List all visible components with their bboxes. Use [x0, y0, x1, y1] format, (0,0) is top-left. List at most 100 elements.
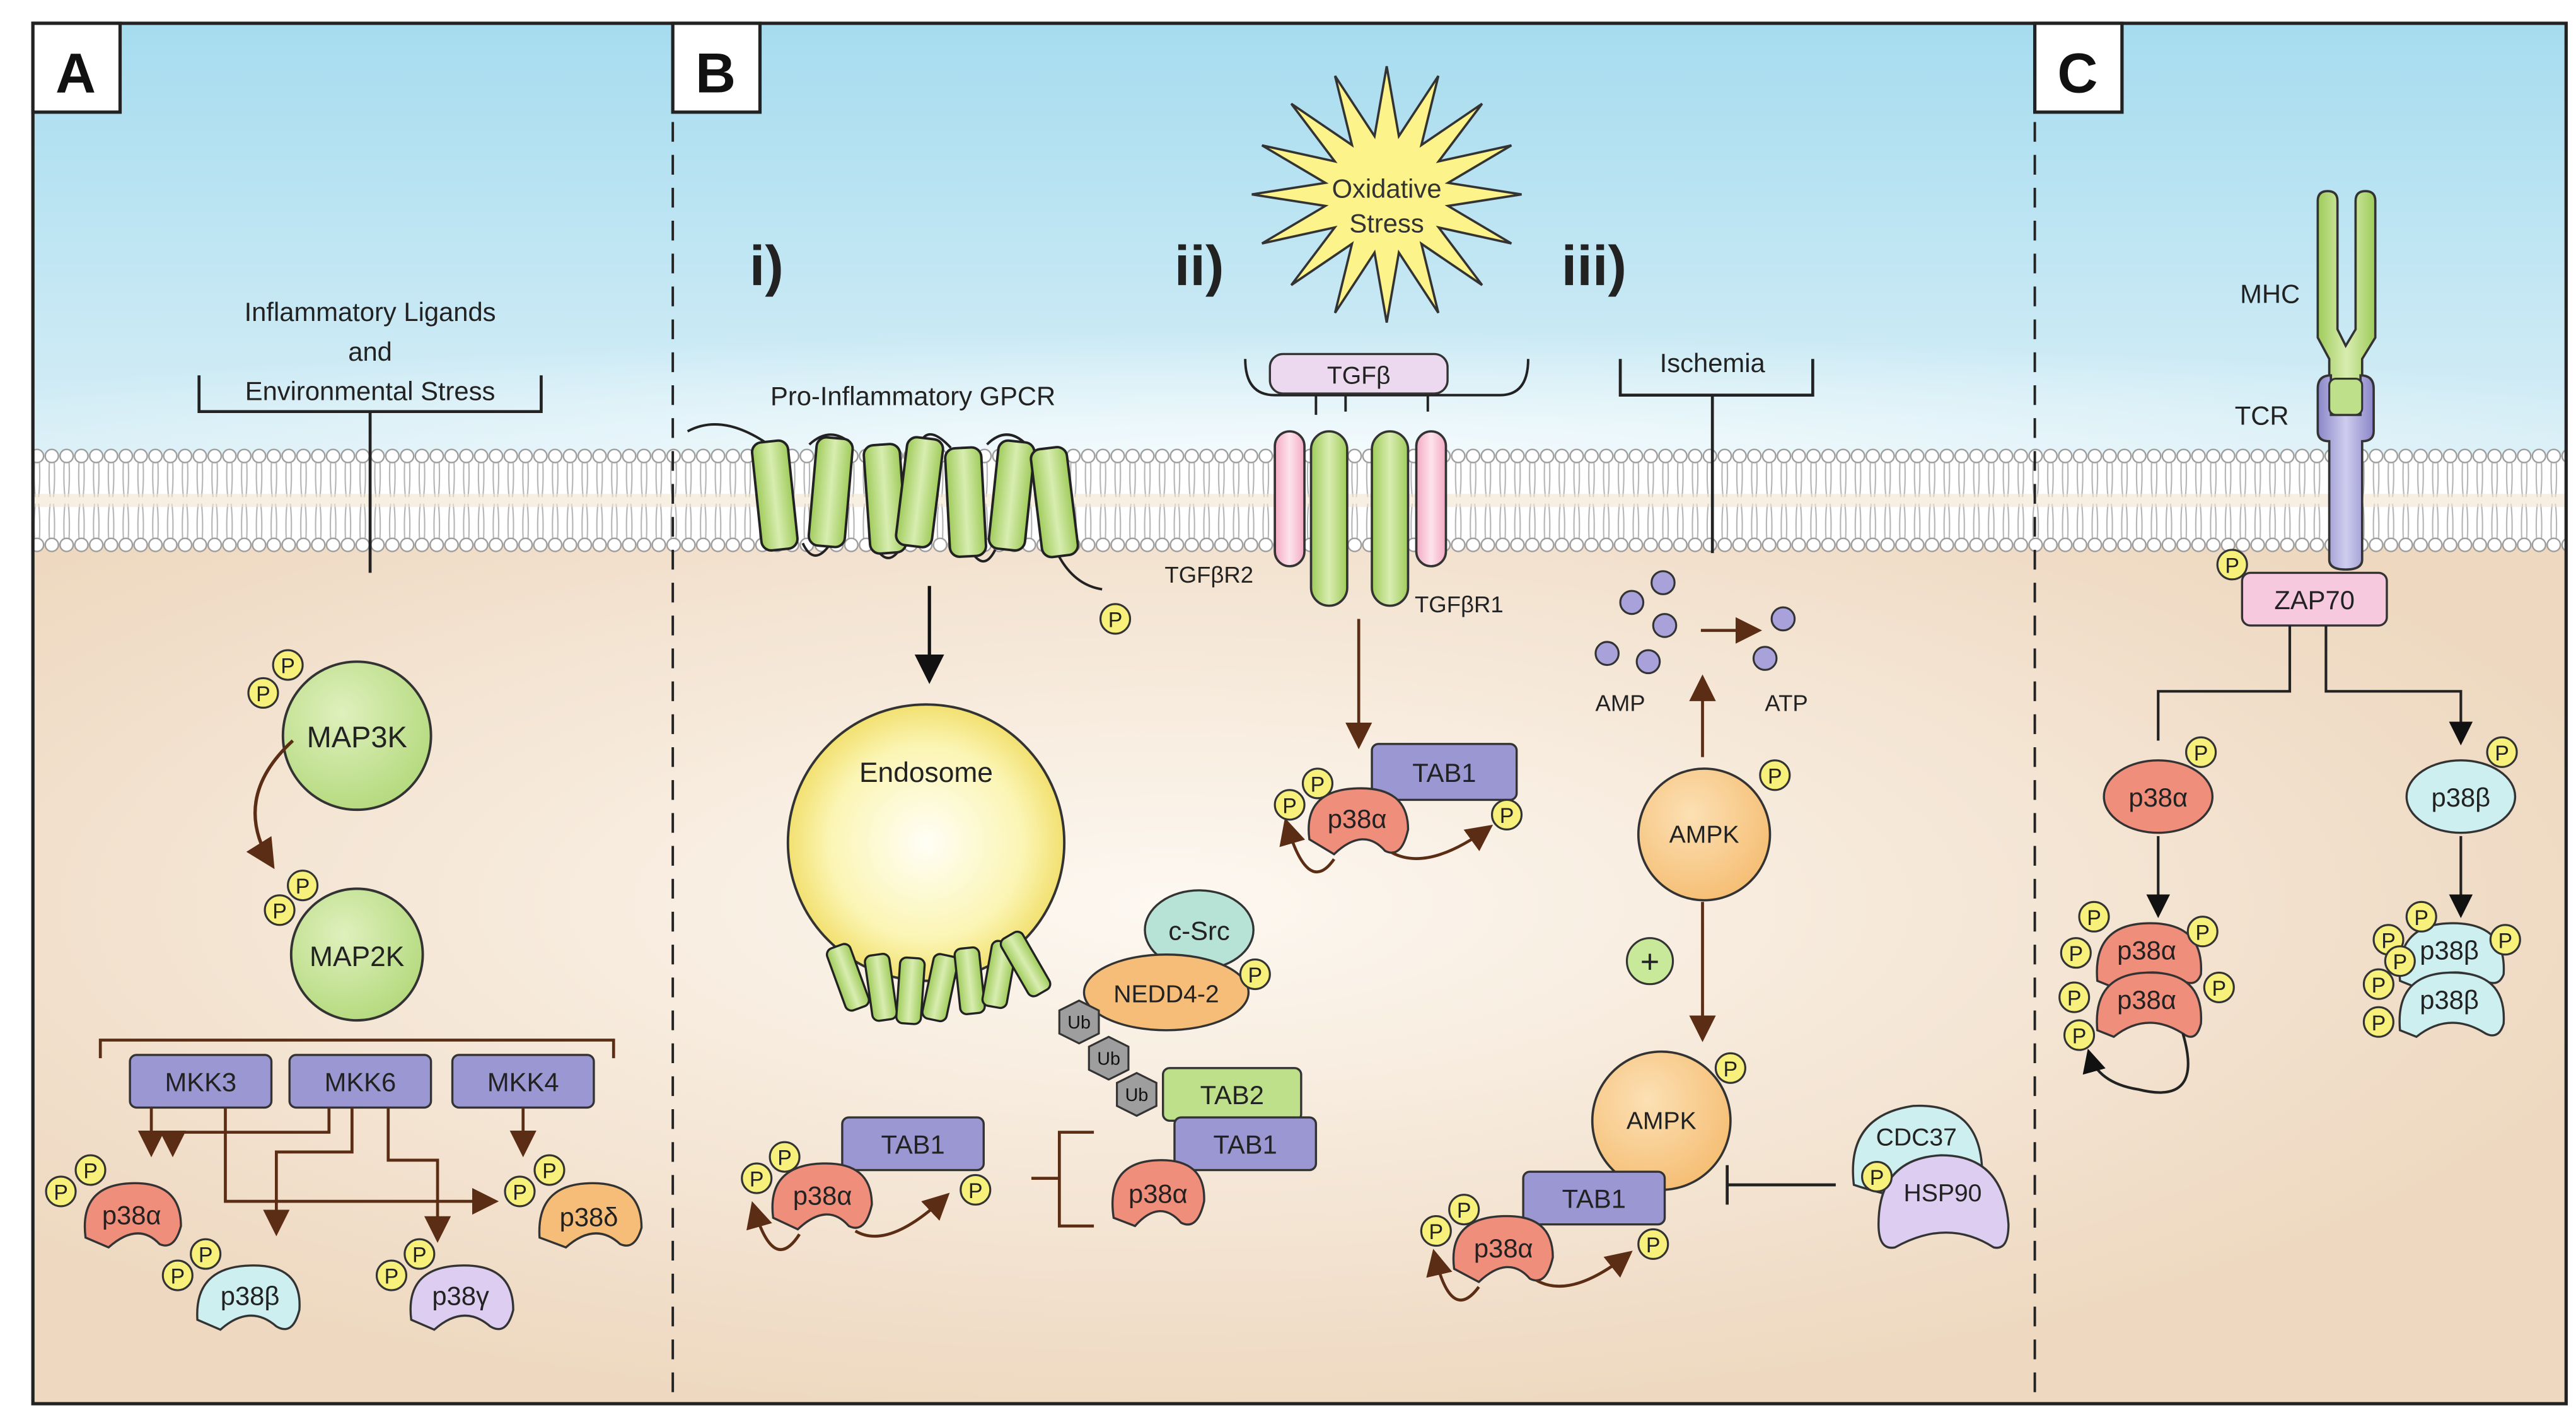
tab1-label-ii: TAB1 [1412, 758, 1476, 788]
panel-label-c-text: C [2057, 42, 2097, 105]
phospho-label: P [2068, 942, 2083, 966]
phospho-marker: P [2486, 736, 2518, 768]
ub-label-1: Ub [1067, 1013, 1091, 1033]
p38b-node-c: p38β [2405, 759, 2517, 834]
tgfb-label: TGFβ [1327, 362, 1391, 389]
p38b-node-a: p38β [196, 1264, 301, 1331]
phospho-marker: P [272, 649, 304, 681]
tab1-label-i: TAB1 [881, 1129, 944, 1159]
map3k-label: MAP3K [307, 720, 407, 754]
phospho-label: P [2372, 974, 2386, 998]
hsp90-label: HSP90 [1903, 1180, 1981, 1207]
phospho-marker: P [403, 1238, 436, 1270]
p38b-label-c: p38β [2432, 783, 2491, 812]
gpcr-loops [687, 423, 1103, 591]
phospho-label: P [2067, 987, 2082, 1011]
p38a-autophosphorylation-ii: p38α [1279, 787, 1494, 873]
mkk4-box: MKK4 [451, 1054, 595, 1109]
phospho-marker: P [2405, 900, 2437, 933]
phospho-label: P [1870, 1166, 1884, 1190]
phospho-label: P [54, 1181, 68, 1205]
phospho-marker: P [1637, 1228, 1669, 1261]
phospho-marker: P [287, 870, 319, 902]
phospho-label: P [1724, 1057, 1738, 1081]
mhc-molecule [2316, 190, 2377, 383]
cdc37-label: CDC37 [1876, 1124, 1957, 1151]
phospho-label: P [2212, 977, 2226, 1001]
p38d-label-a: p38δ [560, 1202, 618, 1232]
phospho-label: P [2495, 742, 2509, 766]
mkk6-box: MKK6 [288, 1054, 432, 1109]
tab1-box-iii: TAB1 [1522, 1170, 1666, 1226]
oxidative-stress-label-line2: Stress [1349, 208, 1424, 238]
phospho-marker: P [769, 1141, 801, 1173]
stimulus-label-line1: Inflammatory Ligands [245, 297, 496, 327]
p38a-label-c: p38α [2128, 783, 2188, 812]
phospho-marker: P [264, 894, 296, 926]
phospho-marker: P [741, 1162, 773, 1194]
ischemia-bracket [1618, 359, 1814, 554]
phospho-marker: P [1490, 798, 1523, 831]
ampk-node-top: AMPK [1637, 767, 1772, 902]
phospho-marker: P [1861, 1160, 1893, 1193]
tab1-label-endosomal: TAB1 [1214, 1129, 1277, 1159]
phospho-marker: P [1099, 603, 1132, 635]
phospho-marker: P [2058, 981, 2091, 1013]
phospho-marker: P [2489, 924, 2521, 956]
mkk3-box: MKK3 [129, 1054, 273, 1109]
phospho-marker: P [1448, 1194, 1480, 1226]
tgfbr2-label: TGFβR2 [1164, 562, 1253, 588]
ampk-label-top: AMPK [1669, 821, 1739, 848]
phospho-marker: P [1714, 1052, 1746, 1084]
phospho-marker: P [1759, 759, 1791, 791]
endosome-label: Endosome [859, 757, 993, 788]
p38b-dimer-label-1: p38β [2420, 936, 2479, 965]
mkk-arrows [137, 1107, 537, 1243]
phospho-marker: P [2186, 916, 2219, 948]
p38b-label-a: p38β [221, 1281, 280, 1311]
mkk3-label: MKK3 [165, 1067, 236, 1097]
phospho-label: P [272, 899, 287, 923]
phospho-marker: P [504, 1175, 536, 1208]
p38g-node-a: p38γ [409, 1264, 514, 1331]
gpcr-label: Pro-Inflammatory GPCR [770, 381, 1055, 411]
panel-label-c: C [2033, 21, 2124, 114]
phospho-marker: P [2063, 1019, 2096, 1051]
phospho-label: P [1429, 1220, 1444, 1244]
phospho-label: P [281, 655, 295, 679]
p38a-label-i: p38α [793, 1180, 852, 1210]
zap70-label: ZAP70 [2274, 585, 2355, 615]
phospho-label: P [2225, 554, 2239, 578]
phospho-label: P [2194, 742, 2208, 766]
tcr-receptor [2316, 374, 2375, 571]
panel-label-a-text: A [55, 42, 96, 105]
p38a-label-ii: p38α [1328, 804, 1387, 834]
mhc-label: MHC [2240, 279, 2300, 309]
phospho-label: P [170, 1265, 185, 1289]
tgfb-receptor-complex [1273, 430, 1448, 607]
phospho-label: P [1646, 1233, 1661, 1257]
tab1-box-ii: TAB1 [1371, 743, 1518, 801]
plus-label: + [1640, 943, 1659, 980]
p38a-dimer-label-1: p38α [2117, 936, 2176, 965]
mkk6-label: MKK6 [325, 1067, 397, 1097]
phospho-label: P [385, 1265, 399, 1289]
phospho-marker: P [74, 1154, 107, 1186]
p38b-dimer-label-2: p38β [2420, 985, 2479, 1015]
subpanel-i-label: i) [750, 235, 784, 297]
p38b-dimer: p38β p38β [2398, 922, 2505, 1039]
phospho-marker: P [1273, 789, 1306, 821]
p38a-dimer: p38α p38α [2082, 922, 2203, 1094]
phospho-label: P [2498, 929, 2512, 953]
phospho-label: P [199, 1244, 213, 1267]
p38a-node-c: p38α [2103, 759, 2214, 834]
phospho-marker: P [190, 1238, 222, 1270]
phospho-label: P [1500, 804, 1514, 828]
hsp90-inhibition [1726, 1165, 1836, 1205]
phospho-marker: P [1420, 1215, 1452, 1247]
tab2-box: TAB2 [1162, 1067, 1303, 1122]
panel-label-a: A [31, 21, 122, 114]
zap70-branch-arrows [2157, 625, 2461, 741]
